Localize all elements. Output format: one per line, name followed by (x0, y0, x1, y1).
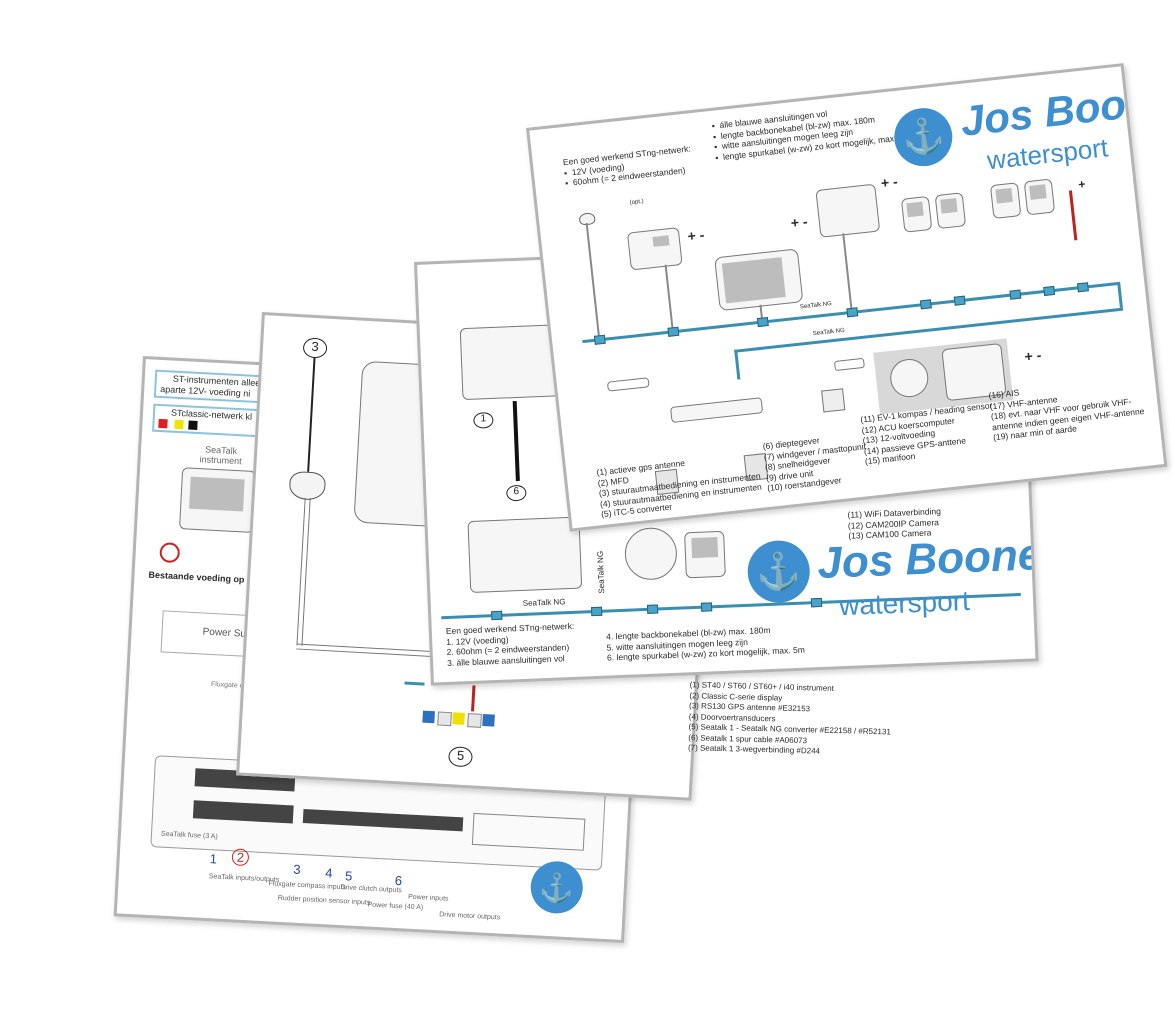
network-rules: Een goed werkend STng-netwerk: ▪ 12V (vo… (562, 143, 692, 189)
rudder-sensor (833, 357, 865, 372)
opt-label: (opt.) (629, 198, 644, 207)
parts-list: (1) ST40 / ST60 / ST60+ / i40 instrument… (687, 680, 891, 756)
drive-unit (821, 388, 846, 413)
power-cable-red (1068, 190, 1078, 241)
mfd-display (714, 248, 804, 312)
terminal-number: 3 (292, 861, 301, 877)
seatalk-instrument (178, 467, 257, 533)
anchor-icon: ⚓ (538, 870, 575, 904)
network-rules-continued: 4. lengte backbonekabel (bl-zw) max. 180… (605, 624, 806, 663)
callout-6: 6 (506, 484, 527, 502)
no-power-icon (159, 542, 181, 564)
terminal-label: Power fuse (40 A) (367, 901, 424, 912)
seatalk-label: SeaTalk NG (799, 301, 833, 311)
vhf-radio (626, 227, 683, 271)
callout-3: 3 (302, 337, 328, 359)
callout-5: 5 (447, 746, 474, 768)
legend-column-4: (16) AIS (17) VHF-antenne (18) evt. naar… (988, 387, 1145, 443)
wire-yellow-chip (174, 419, 184, 430)
autopilot-control (900, 195, 933, 233)
instrument-display (989, 182, 1022, 220)
instrument-display (684, 530, 726, 579)
seatalk-vertical-label: SeaTalk NG (595, 550, 607, 594)
terminal-label: Drive clutch outputs (340, 884, 403, 895)
terminal-number: 1 (209, 851, 218, 867)
autopilot-control (934, 192, 967, 230)
wind-vane (606, 377, 650, 392)
compass-sensor (623, 526, 678, 581)
plus-minus-sign: + - (686, 226, 706, 245)
terminal-number: 4 (324, 865, 333, 881)
legend-column-2: (6) dieptegever (7) windgever / masttopu… (762, 435, 867, 494)
seatalk-label: SeaTalk NG (812, 327, 846, 338)
terminal-number-highlighted: 2 (231, 848, 250, 867)
device-label: SeaTalk instrument (199, 444, 242, 467)
seatalk-ng-backbone-connectors (422, 685, 503, 733)
brand-tagline: watersport (838, 584, 971, 622)
plus-minus-sign: + (1077, 176, 1087, 192)
wiring-sheet-stng-network: Een goed werkend STng-netwerk: ▪ 12V (vo… (526, 63, 1168, 532)
anchor-icon: ⚓ (755, 549, 802, 593)
anchor-icon: ⚓ (900, 115, 947, 159)
acu-unit (467, 516, 583, 594)
terminal-label: Rudder position sensor inputs (277, 894, 371, 907)
brand-name: Jos Boone (958, 74, 1168, 145)
brand-name: Jos Boone (816, 530, 1039, 589)
instrument-display (1023, 178, 1056, 216)
terminal-label: Fluxgate compass inputs (268, 880, 347, 892)
itc5-converter (669, 397, 764, 423)
legend-column-1: (1) actieve gps antenne (2) MFD (3) stuu… (596, 457, 763, 520)
callout-1: 1 (473, 411, 494, 429)
brand-logo: ⚓ (746, 539, 811, 604)
terminal-label: Power inputs (407, 893, 449, 903)
seatalk-label: SeaTalk NG (522, 597, 566, 608)
warning-label: Bestaande voeding op ST (148, 569, 259, 586)
terminal-label: Drive motor outputs (438, 911, 501, 922)
gps-antenna (288, 470, 327, 501)
ais-unit (815, 183, 881, 238)
wire-red-chip (158, 418, 168, 429)
network-rules: Een goed werkend STng-netwerk: 1. 12V (v… (445, 620, 575, 668)
network-rules-continued: ▪ álle blauwe aansluitingen vol ▪ lengte… (711, 108, 911, 163)
terminal-number: 6 (394, 872, 403, 889)
plus-minus-sign: + - (1023, 346, 1043, 365)
wire-black-chip (188, 420, 198, 430)
plus-minus-sign: + - (880, 173, 899, 191)
terminal-number: 5 (344, 868, 353, 884)
parts-list-panel: (1) ST40 / ST60 / ST60+ / i40 instrument… (681, 672, 894, 787)
plus-minus-sign: + - (789, 213, 809, 231)
